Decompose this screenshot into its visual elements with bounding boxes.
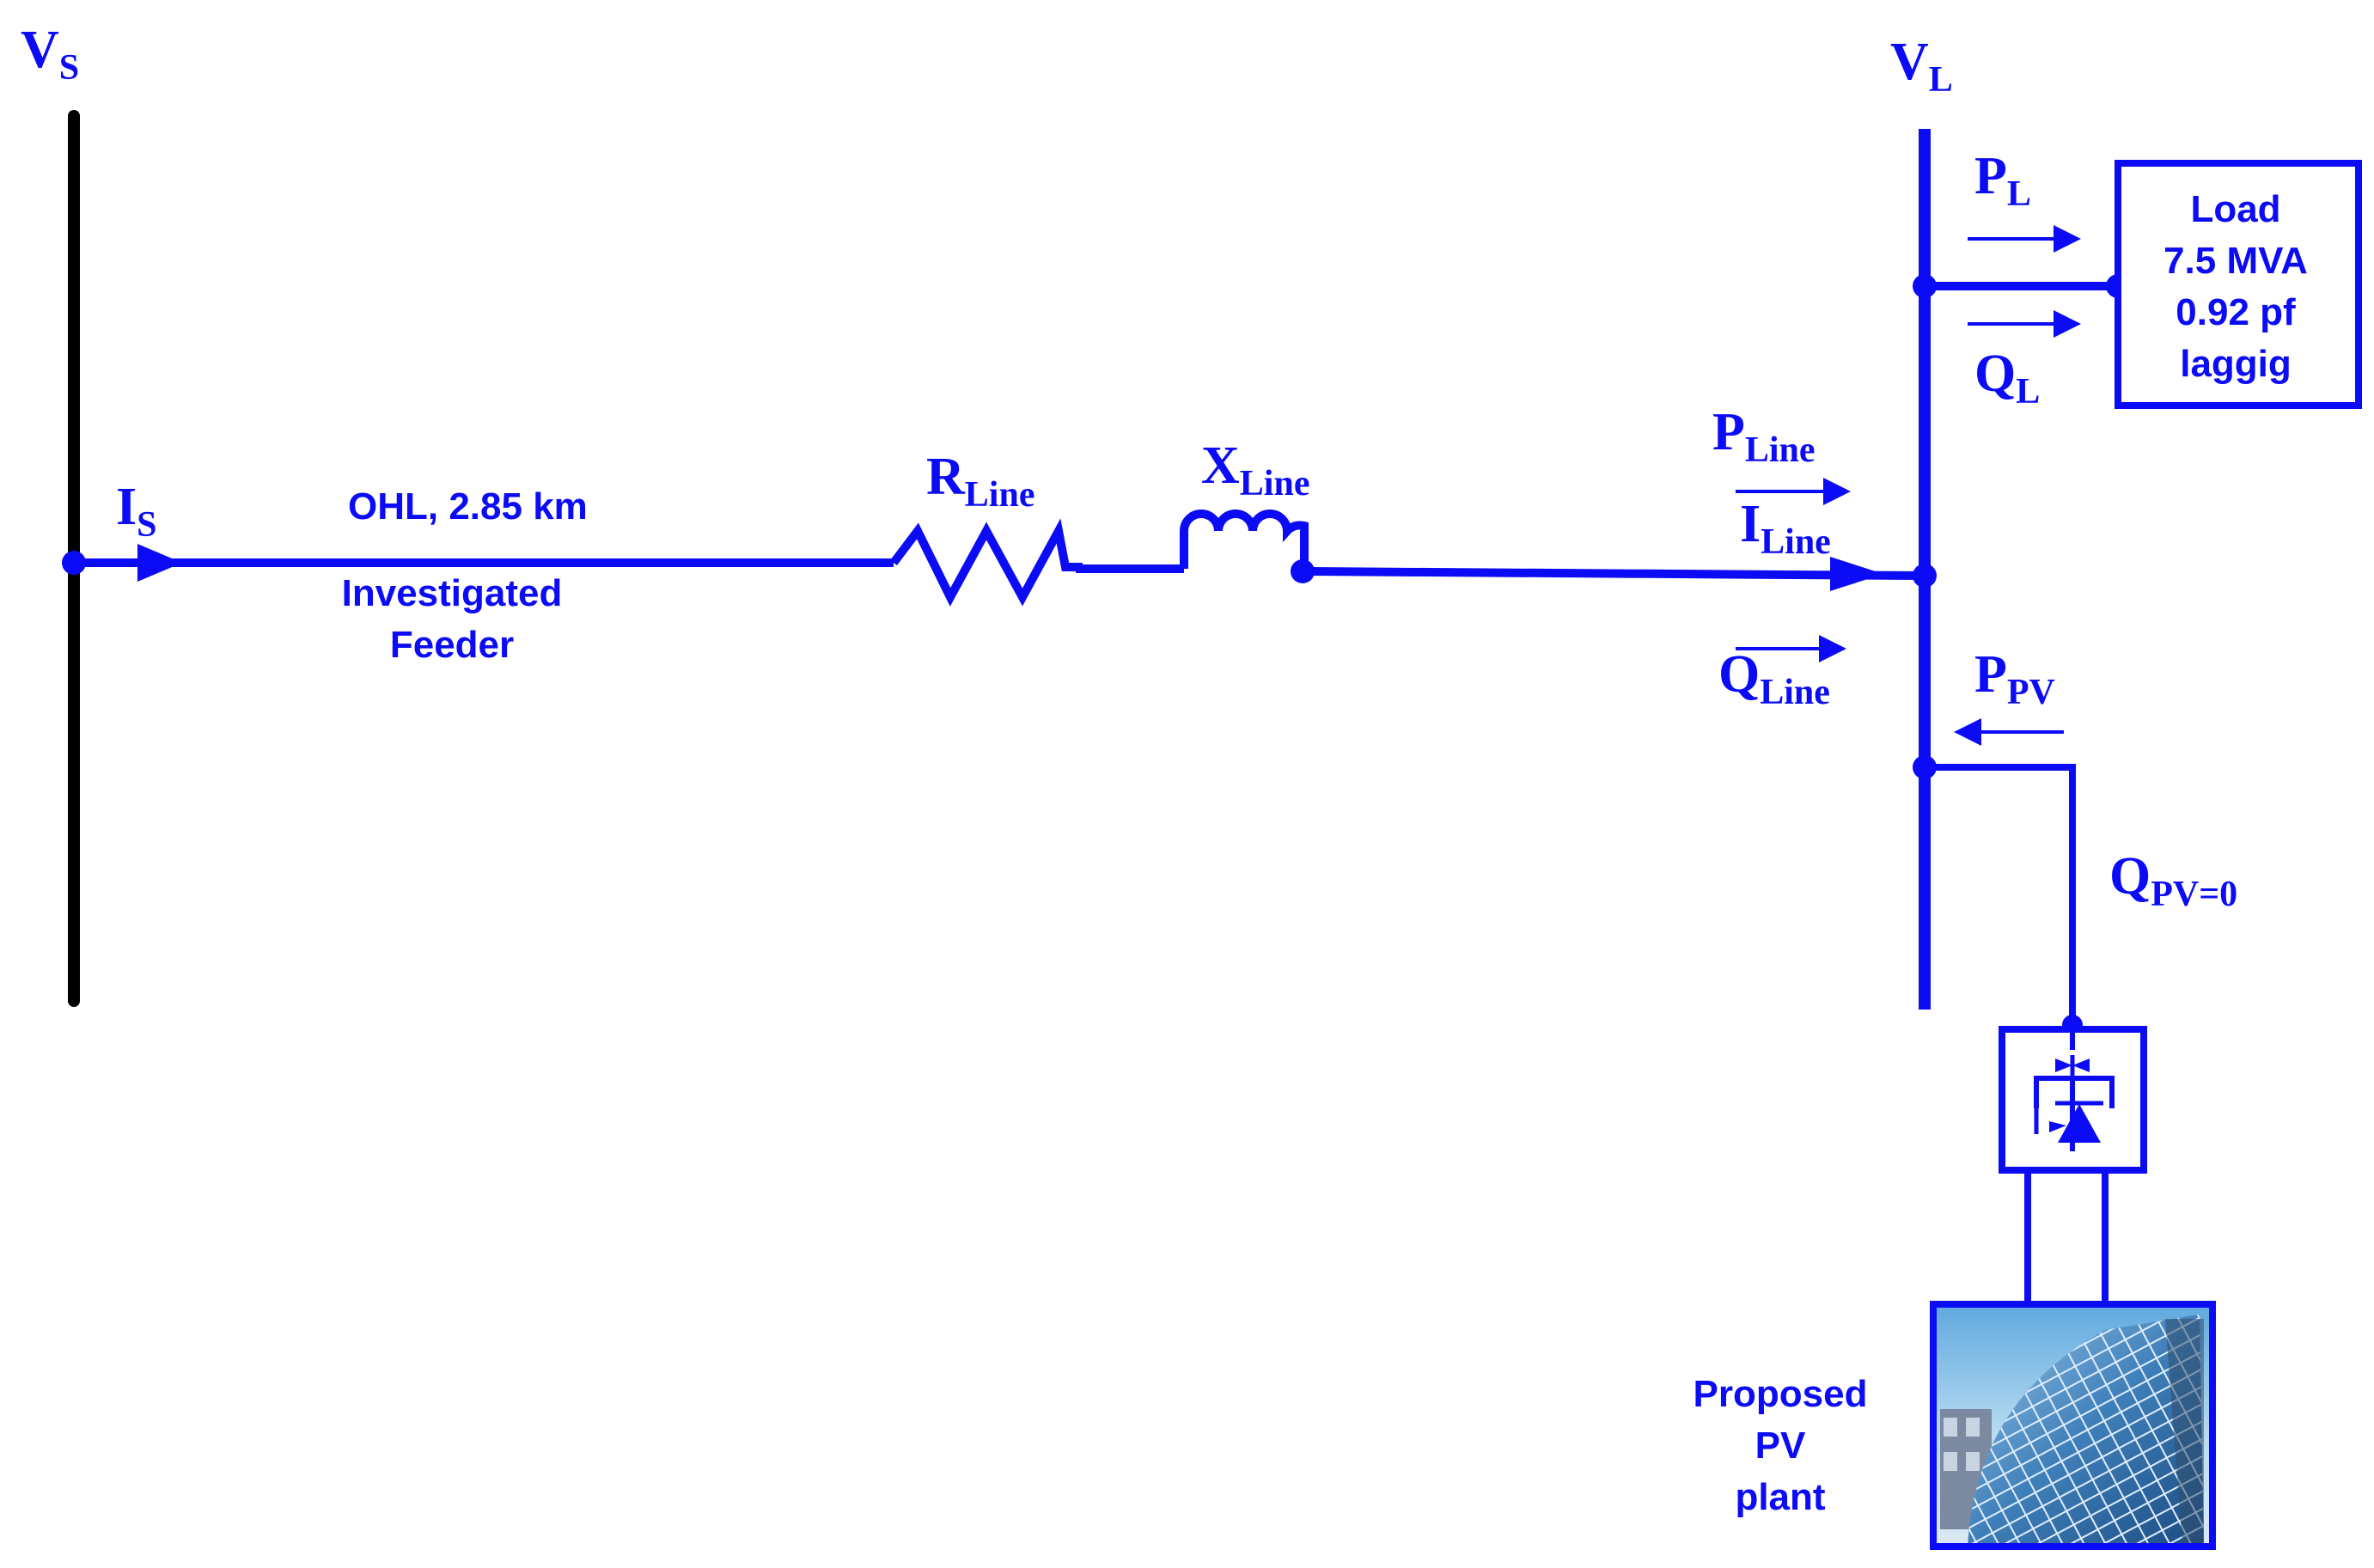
- resistance-label: RLine: [926, 448, 1034, 515]
- solar-panel-icon: [1930, 1301, 2216, 1550]
- reactance-label: XLine: [1201, 436, 1309, 503]
- pv-active-power-label: PPV: [1974, 645, 2055, 712]
- pv-plant-label-line2: PV: [1755, 1425, 1806, 1467]
- feeder-line-3: [1302, 567, 1925, 580]
- source-current-arrow: [137, 544, 182, 582]
- pv-reactive-power-label: QPV=0: [2109, 847, 2237, 914]
- load-bus-junction-line: [1913, 564, 1937, 588]
- load-box: [2115, 160, 2362, 409]
- load-box-line1: Load: [2190, 188, 2280, 230]
- feeder-name-line1: Investigated: [342, 572, 563, 614]
- source-voltage-label: VS: [21, 21, 79, 88]
- pv-plant-label-line1: Proposed: [1694, 1373, 1868, 1415]
- pv-plant-label-line3: plant: [1735, 1476, 1825, 1518]
- load-bus-voltage-label: VL: [1890, 33, 1953, 100]
- load-box-line2: 7.5 MVA: [2163, 240, 2308, 282]
- load-box-line4: laggig: [2180, 343, 2292, 385]
- feeder-length-label: OHL, 2.85 km: [348, 485, 588, 528]
- inverter-icon: [1999, 1026, 2147, 1174]
- feeder-name-line2: Feeder: [390, 624, 514, 666]
- line-current-label: ILine: [1740, 495, 1831, 562]
- line-reactive-power-label: QLine: [1718, 645, 1830, 712]
- inductor-symbol: [1180, 509, 1309, 569]
- source-current-label: IS: [116, 478, 157, 545]
- load-active-power-label: PL: [1974, 147, 2031, 214]
- load-reactive-power-label: QL: [1974, 345, 2040, 412]
- line-active-power-label: PLine: [1712, 403, 1816, 470]
- load-box-line3: 0.92 pf: [2176, 291, 2296, 333]
- line-current-arrow: [1830, 557, 1883, 591]
- pv-branch: [1925, 764, 2076, 1025]
- resistor-symbol: [890, 518, 1083, 607]
